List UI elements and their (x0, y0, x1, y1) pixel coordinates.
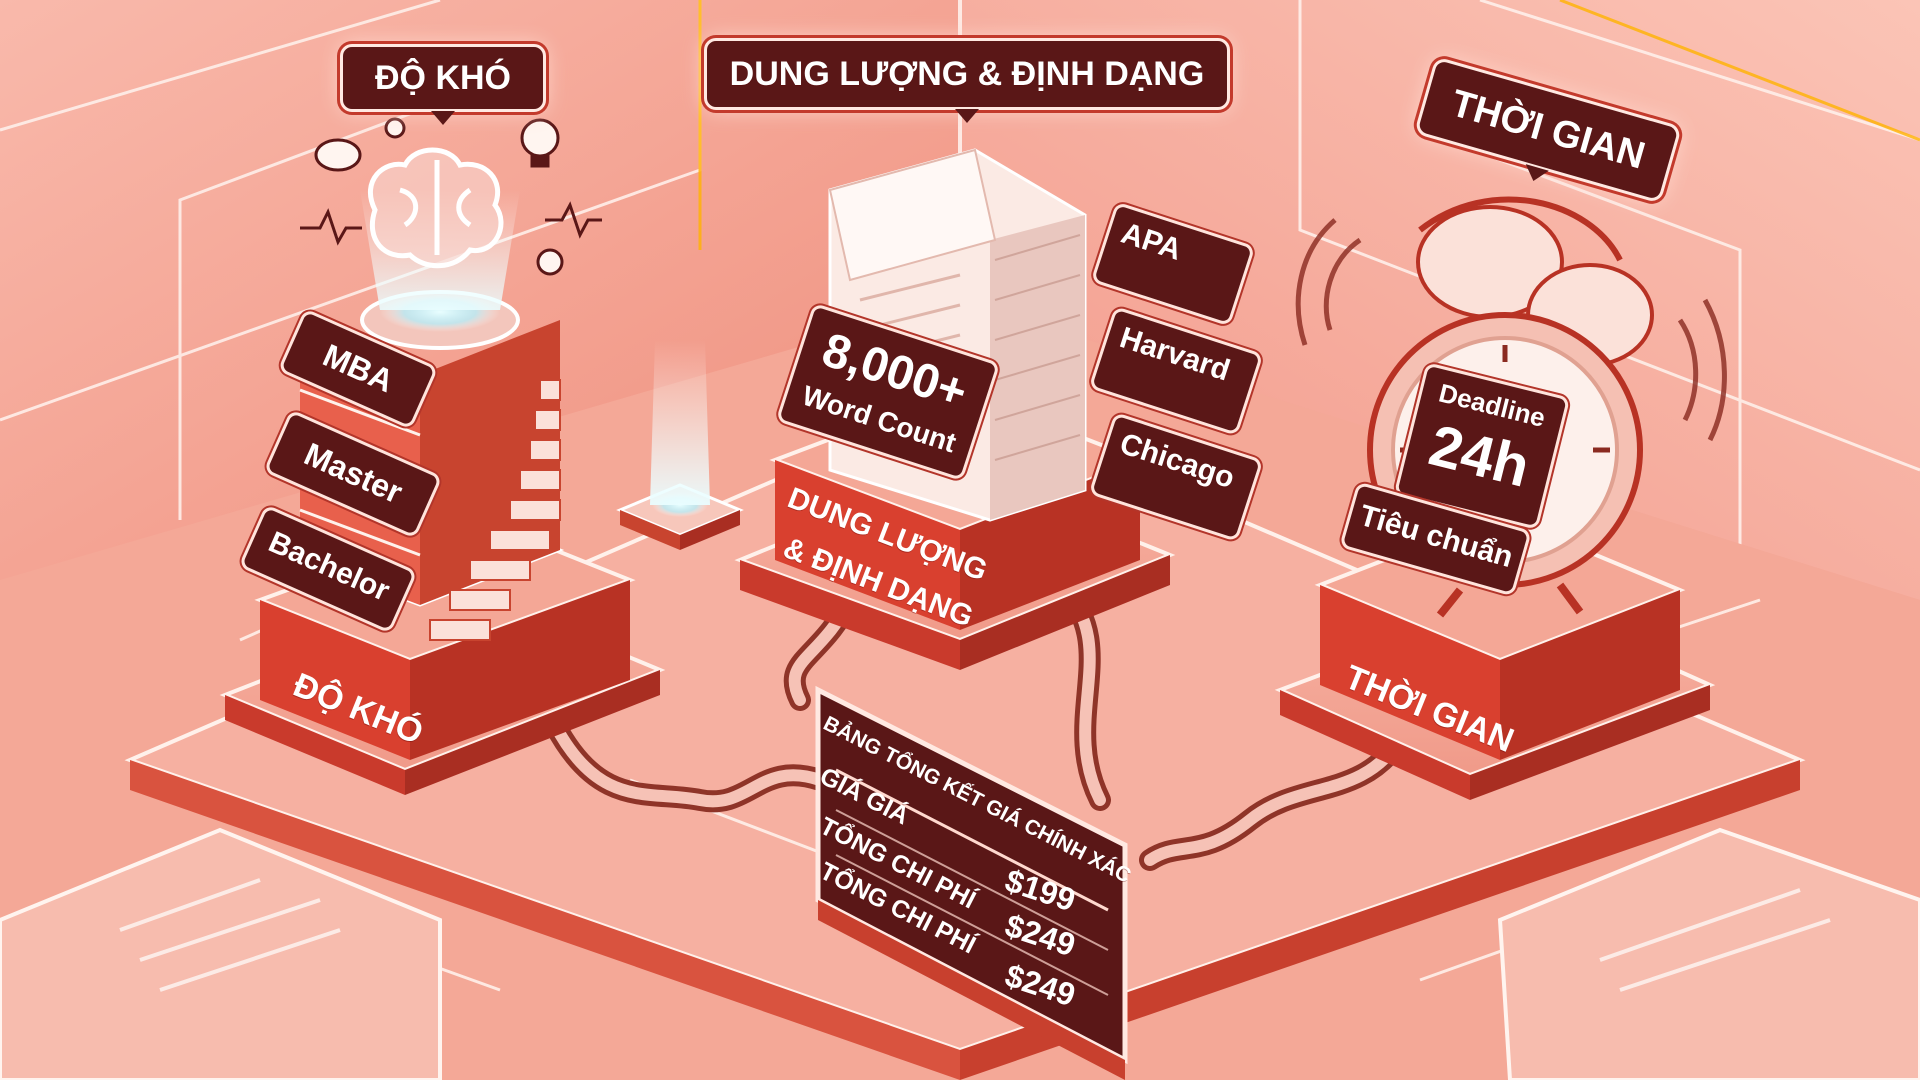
gear-icon (384, 117, 406, 139)
glowing-chip (616, 340, 744, 550)
brain-icon (367, 147, 504, 269)
volume-format-header: DUNG LƯỢNG & ĐỊNH DẠNG (704, 38, 1230, 123)
price-row-value: $249 (1000, 957, 1080, 1014)
difficulty-header-text: ĐỘ KHÓ (375, 59, 511, 97)
price-panel-frame (815, 685, 1128, 1080)
bulb-icon (520, 118, 560, 168)
citation-tag-label: APA (1117, 216, 1186, 267)
volume-format-header-text: DUNG LƯỢNG & ĐỊNH DẠNG (729, 55, 1205, 93)
ringing-waves-icon (1295, 218, 1727, 442)
thought-bubble-icon (314, 138, 362, 172)
price-summary-table: BẢNG TỔNG KẾT GIÁ CHÍNH XÁC GIÁ GIÁ $199… (815, 712, 1134, 1014)
left-tablet (0, 827, 442, 1080)
difficulty-header: ĐỘ KHÓ (340, 44, 546, 125)
pulse-icon (300, 201, 602, 246)
main-platform (124, 397, 1806, 1080)
check-icon (536, 248, 564, 276)
right-tablet (1497, 827, 1920, 1080)
difficulty-pedestal (219, 117, 666, 795)
